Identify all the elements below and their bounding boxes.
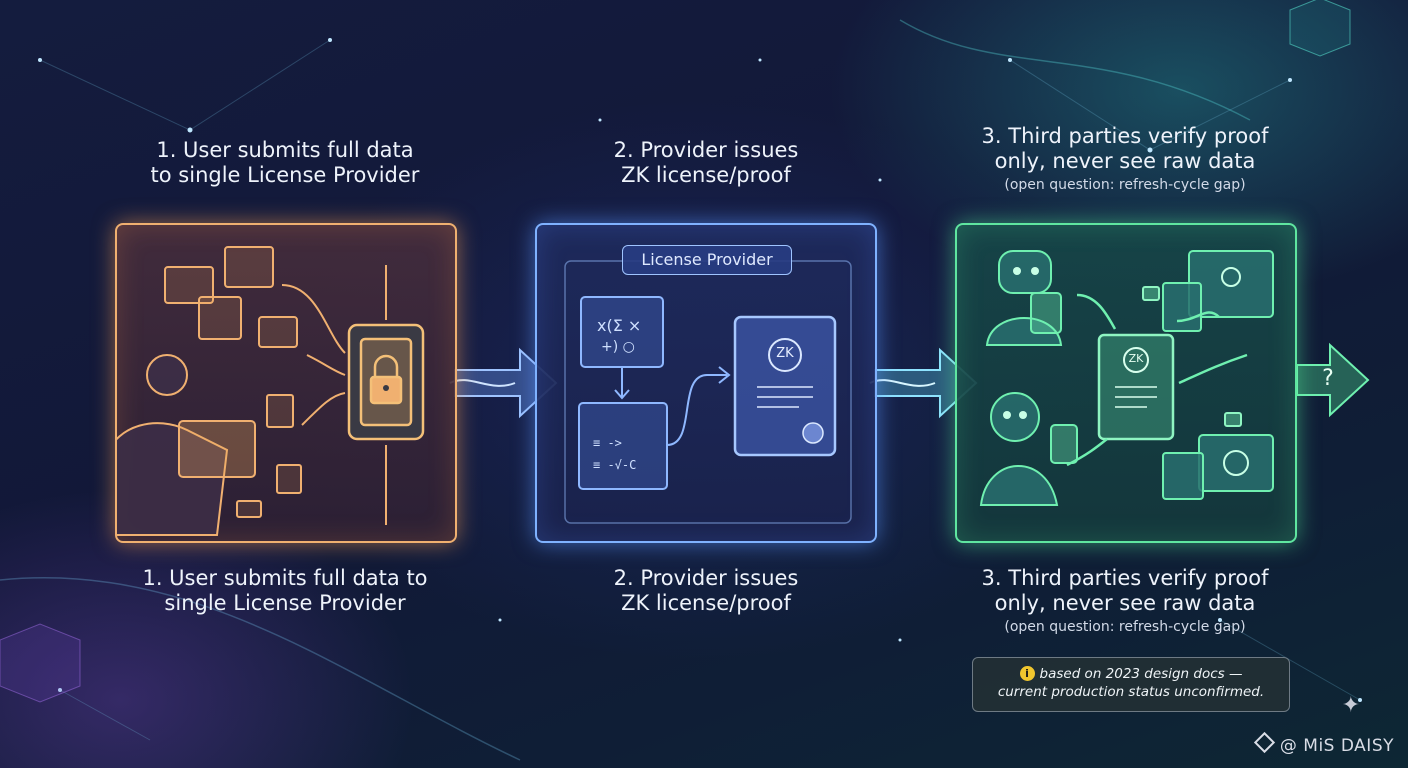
svg-text:+) ○: +) ○ [601, 339, 635, 355]
disclaimer-note: i based on 2023 design docs — current pro… [972, 657, 1290, 712]
note-line-1: based on 2023 design docs — [1039, 666, 1243, 682]
step-2-bottom-caption: 2. Provider issues ZK license/proof [613, 566, 799, 615]
lock-icon [1142, 286, 1242, 427]
svg-text:≡ ->: ≡ -> [593, 436, 622, 450]
formula-card [578, 296, 668, 490]
step-1-panel [115, 223, 457, 543]
monitor-verifier-icon [1162, 250, 1274, 500]
robot-verifier-icon [979, 250, 1078, 506]
sparkle-icon: ✦ [1341, 693, 1360, 718]
svg-text:x(Σ ×: x(Σ × [597, 316, 641, 335]
watermark: @ MiS DAISY [1253, 731, 1394, 756]
note-line-2: current production status unconfirmed. [997, 684, 1265, 701]
step-3-bottom-note: (open question: refresh-cycle gap) [1004, 618, 1246, 635]
flow-arrow-exit [1296, 342, 1370, 418]
zk-badge-text: ZK [776, 346, 794, 361]
zk-badge-text: ZK [1128, 352, 1144, 365]
step-3-top-note: (open question: refresh-cycle gap) [1004, 176, 1246, 193]
zk-certificate [733, 315, 837, 457]
step-1-bottom-caption: 1. User submits full data to single Lice… [142, 566, 428, 615]
step-3-top-caption: 3. Third parties verify proof only, neve… [935, 124, 1315, 193]
step-3-panel: ZK [955, 223, 1297, 543]
svg-text:≡ -√-C: ≡ -√-C [593, 458, 636, 472]
person-illustration [117, 354, 256, 536]
step-2-panel: x(Σ × +) ○ ≡ -> ≡ -√-C License Provider … [535, 223, 877, 543]
lock-device [347, 323, 425, 441]
step-2-top-caption: 2. Provider issues ZK license/proof [613, 138, 799, 187]
diamond-logo-icon [1253, 731, 1275, 754]
license-provider-tag: License Provider [622, 245, 792, 275]
document-icon [164, 246, 302, 518]
step-1-top-caption: 1. User submits full data to single Lice… [150, 138, 420, 187]
step-3-bottom-caption: 3. Third parties verify proof only, neve… [935, 566, 1315, 635]
exit-question-mark: ? [1322, 366, 1334, 391]
info-icon: i [1019, 666, 1035, 681]
